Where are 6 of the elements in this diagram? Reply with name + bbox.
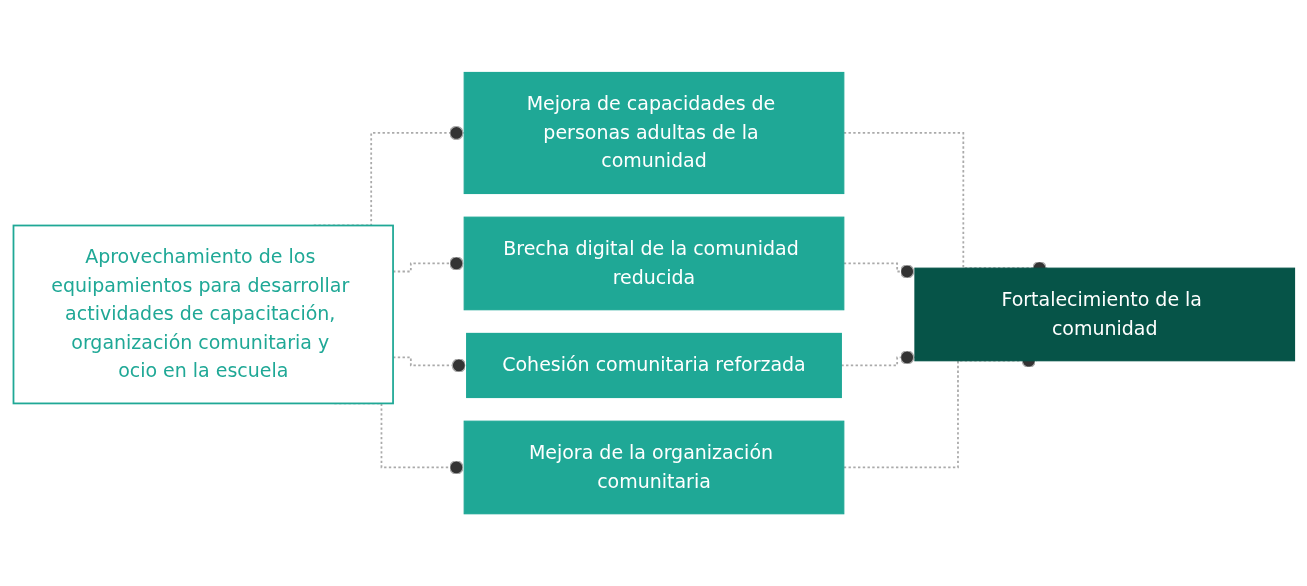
node-box: Fortalecimiento de la comunidad [913,267,1295,362]
node-box: Aprovechamiento de los equipamientos para desarrollar actividades de capacitación, organización comunitaria y ocio en la escuela [12,224,394,405]
node-box: Mejora de la organización comunitaria [463,420,844,515]
node-box: Mejora de capacidades de personas adultas de la comunidad [463,71,844,194]
node-box: Brecha digital de la comunidad reducida [463,216,844,311]
node-box: Cohesión comunitaria reforzada [465,332,842,398]
